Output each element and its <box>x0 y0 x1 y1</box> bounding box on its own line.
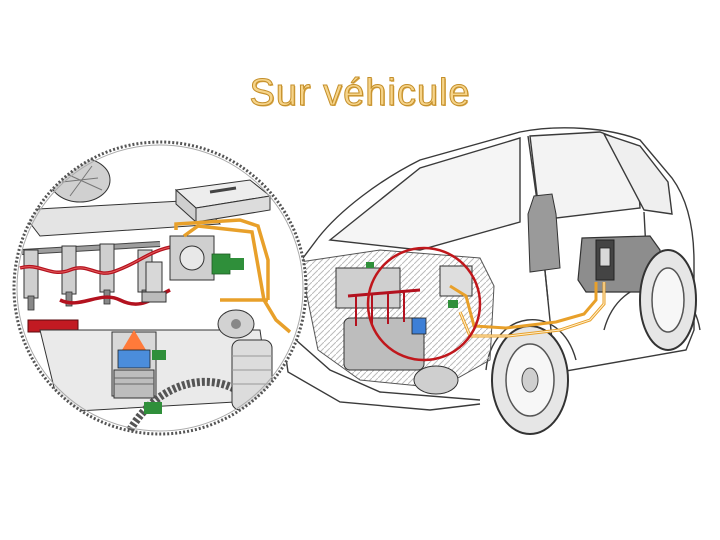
fuel-line-zoom <box>174 218 292 334</box>
injector-1 <box>23 249 39 311</box>
front-wheel <box>491 325 569 435</box>
sensor-2 <box>144 402 162 414</box>
fuel-tank <box>577 235 661 293</box>
slide-title: Sur véhicule <box>249 72 471 115</box>
ecu-box <box>174 179 272 224</box>
sensor-1 <box>152 350 166 360</box>
valve <box>141 261 167 303</box>
zoom-detail <box>12 140 308 436</box>
rear-wheel <box>639 249 697 351</box>
injection-flame <box>122 330 146 350</box>
sensor-3 <box>228 258 244 270</box>
pressure-regulator <box>217 309 255 339</box>
high-pressure-pump <box>169 235 231 281</box>
engine-bay <box>299 249 495 395</box>
seat <box>527 193 561 273</box>
highlight-circle <box>366 246 482 362</box>
